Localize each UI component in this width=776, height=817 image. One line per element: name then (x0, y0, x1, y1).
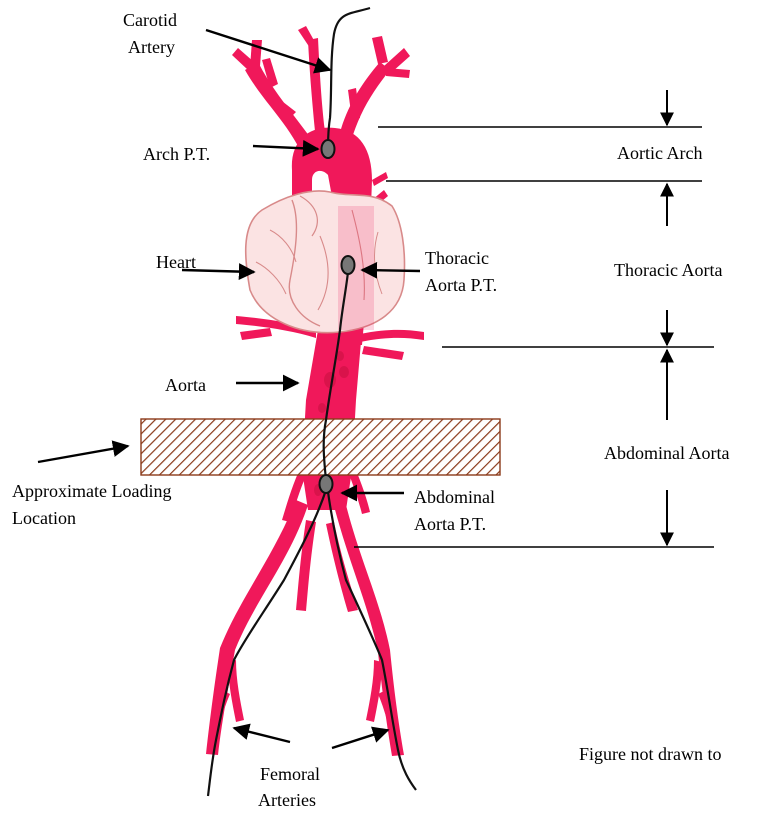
loading-band (141, 419, 500, 475)
thoracic-pt-pointer (362, 270, 420, 271)
abdominal-pt-label-line2: Aorta P.T. (414, 514, 486, 534)
artery-tree (206, 26, 424, 756)
loading-label-line2: Location (12, 508, 76, 528)
region-label-thoracic-aorta: Thoracic Aorta (614, 260, 722, 280)
heart-illustration (246, 191, 405, 333)
text-labels: Carotid Artery Arch P.T. Heart Thoracic … (12, 10, 729, 810)
loading-pointer (38, 446, 128, 462)
region-label-abdominal-aorta: Abdominal Aorta (604, 443, 729, 463)
femoral-left-pointer (234, 728, 290, 742)
scale-note: Figure not drawn to (579, 744, 721, 764)
arch-pt-label: Arch P.T. (143, 144, 210, 164)
thoracic-transducer (342, 256, 355, 274)
femoral-label-line1: Femoral (260, 764, 320, 784)
carotid-label-line1: Carotid (123, 10, 177, 30)
heart-label: Heart (156, 252, 196, 272)
arch-transducer (322, 140, 335, 158)
region-label-aortic-arch: Aortic Arch (617, 143, 702, 163)
femoral-right-pointer (332, 730, 388, 748)
loading-label-line1: Approximate Loading (12, 481, 171, 501)
thoracic-pt-label-line1: Thoracic (425, 248, 489, 268)
abdominal-pt-label-line1: Abdominal (414, 487, 495, 507)
carotid-label-line2: Artery (128, 37, 175, 57)
aorta-label: Aorta (165, 375, 206, 395)
abdominal-transducer (320, 475, 333, 493)
femoral-label-line2: Arteries (258, 790, 316, 810)
thoracic-pt-label-line2: Aorta P.T. (425, 275, 497, 295)
